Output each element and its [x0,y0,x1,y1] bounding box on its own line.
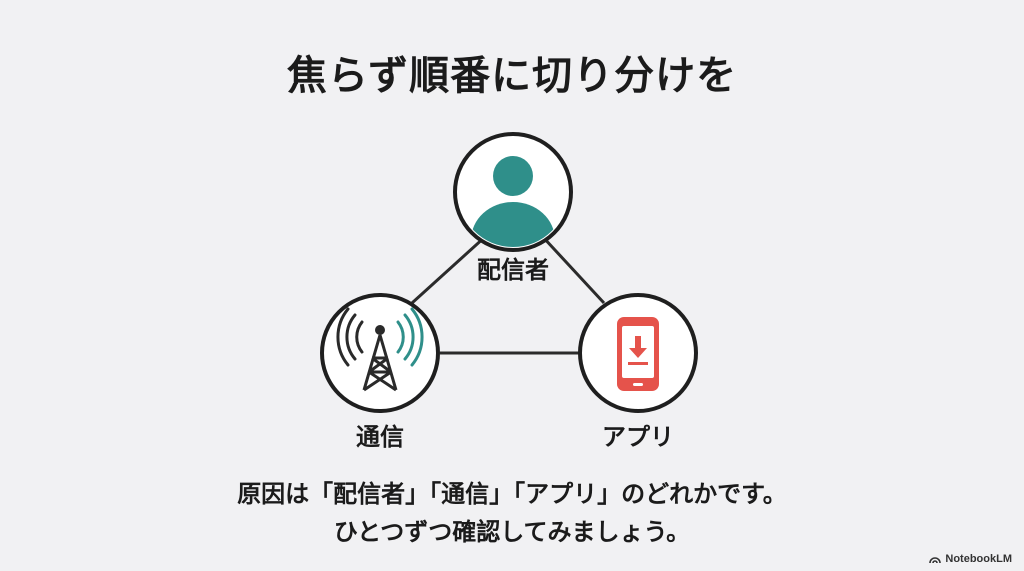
sender-node [453,132,573,252]
network-label: 通信 [356,423,404,451]
person-icon [471,156,555,247]
smartphone-download-icon [617,317,659,391]
app-label: アプリ [602,423,674,451]
brand-name: NotebookLM [945,553,1012,565]
brand-watermark: NotebookLM [929,553,1012,565]
app-node [578,293,698,413]
sender-label: 配信者 [477,256,549,284]
network-node [320,293,440,413]
brand-logo-icon [929,556,942,563]
slide-title: 焦らず順番に切り分けを [286,53,738,99]
edge-sender-network [410,234,488,305]
signal-tower-icon [336,307,424,392]
edge-sender-app [540,234,606,305]
caption-line-1: 原因は「配信者」「通信」「アプリ」のどれかです。 [237,480,787,508]
caption-line-2: ひとつずつ確認してみましょう。 [333,518,691,546]
